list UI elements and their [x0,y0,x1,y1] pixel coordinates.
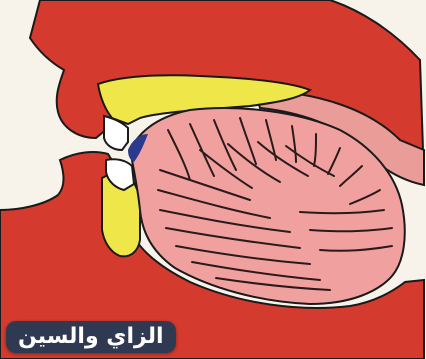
diagram-caption: الزاي والسين [6,321,176,353]
